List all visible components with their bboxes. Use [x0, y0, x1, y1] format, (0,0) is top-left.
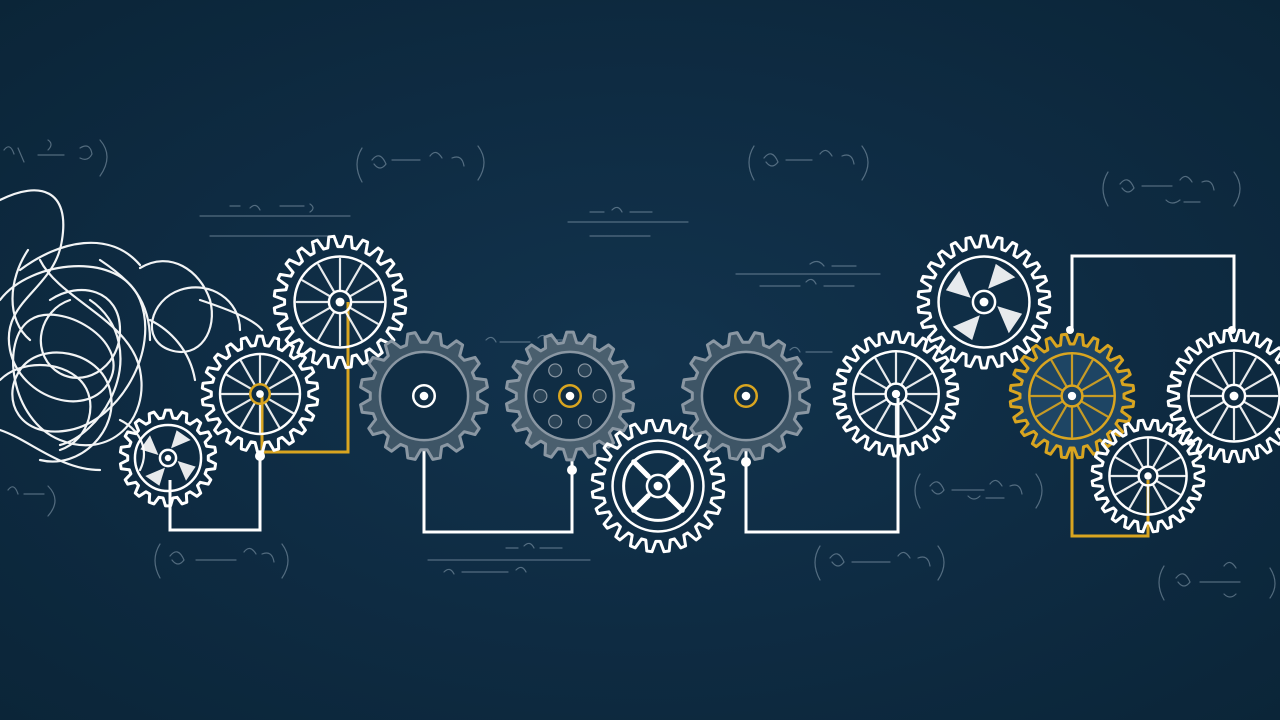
gear-icon: [1166, 328, 1280, 464]
gear-icon: [1008, 332, 1136, 460]
gear-icon: [200, 334, 320, 454]
formula-scribbles: [3, 139, 1276, 601]
tangled-line-icon: [0, 189, 264, 472]
gear-icon: [505, 330, 635, 462]
gear-icon: [118, 408, 218, 508]
gear-icon: [359, 331, 489, 461]
gear-icon: [832, 330, 960, 458]
gear-icon: [1090, 418, 1206, 534]
gear-icon: [681, 331, 811, 461]
gear-icon: [590, 418, 726, 554]
gear-layer: [118, 234, 1280, 554]
gear-icon: [272, 234, 408, 370]
gear-icon: [916, 234, 1052, 370]
